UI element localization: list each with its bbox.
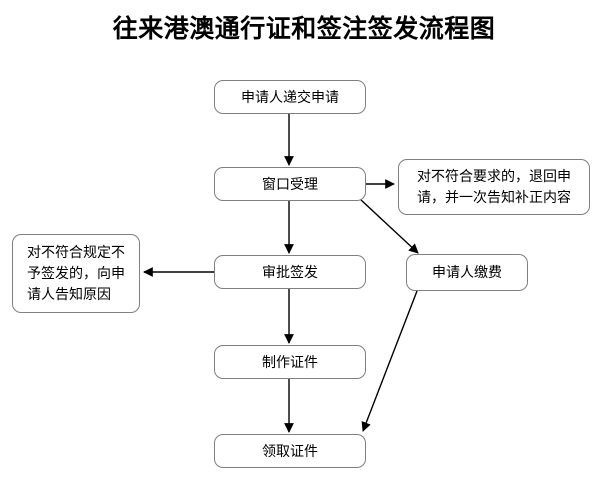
node-applicant-payment[interactable]: 申请人缴费	[406, 254, 528, 291]
node-label: 对不符合要求的，退回申 请，并一次告知补正内容	[417, 168, 571, 205]
edge-payment-to-collect	[361, 290, 418, 432]
node-label: 对不符合规定不 予签发的，向申 请人告知原因	[27, 244, 125, 302]
node-label: 申请人递交申请	[241, 88, 339, 105]
page-title: 往来港澳通行证和签注签发流程图	[112, 15, 496, 43]
node-collect-document[interactable]: 领取证件	[214, 434, 366, 468]
node-label: 领取证件	[262, 442, 318, 459]
node-submit-application[interactable]: 申请人递交申请	[214, 80, 366, 114]
node-window-acceptance[interactable]: 窗口受理	[214, 167, 366, 201]
node-produce-document[interactable]: 制作证件	[214, 345, 366, 379]
node-label: 制作证件	[262, 353, 318, 370]
node-approval-issuance[interactable]: 审批签发	[214, 255, 366, 289]
node-notify-refusal-reason[interactable]: 对不符合规定不 予签发的，向申 请人告知原因	[12, 234, 140, 313]
node-label: 窗口受理	[262, 175, 318, 192]
node-label: 审批签发	[262, 263, 318, 280]
node-label: 申请人缴费	[432, 264, 502, 280]
node-return-non-compliant[interactable]: 对不符合要求的，退回申 请，并一次告知补正内容	[398, 159, 590, 215]
